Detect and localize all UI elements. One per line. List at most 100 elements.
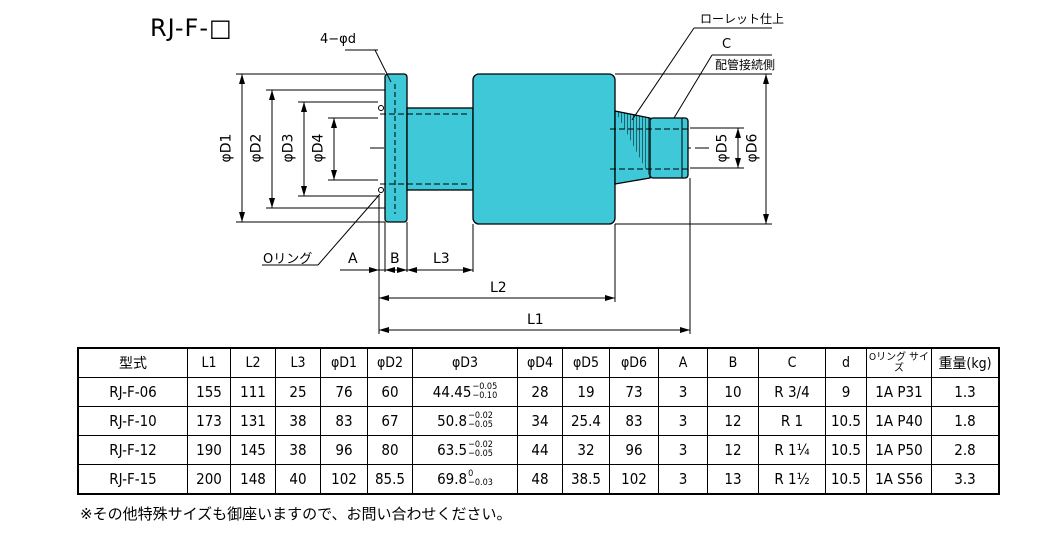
col-d4: φD4 <box>517 347 563 378</box>
cell-c: R 1 <box>758 406 826 436</box>
spec-table: 型式 L1 L2 L3 φD1 φD2 φD3 φD4 φD5 φD6 A B … <box>77 347 1000 495</box>
cell-l3: 25 <box>275 377 321 407</box>
cell-weight: 3.3 <box>931 464 1000 495</box>
col-model: 型式 <box>77 347 188 378</box>
cell-l3: 38 <box>275 406 321 436</box>
cell-model: RJ-F-15 <box>77 464 188 495</box>
hole-label: 4−φd <box>320 32 356 47</box>
col-l2: L2 <box>230 347 276 378</box>
cell-b: 13 <box>707 464 759 495</box>
col-d: d <box>825 347 867 378</box>
cell-d1: 102 <box>320 464 368 495</box>
cell-d6: 83 <box>609 406 659 436</box>
cell-weight: 1.3 <box>931 377 1000 407</box>
dim-d4-label: φD4 <box>310 133 327 163</box>
col-weight: 重量(kg) <box>931 347 1000 378</box>
cell-d5: 38.5 <box>562 464 610 495</box>
col-d5: φD5 <box>562 347 610 378</box>
dim-l2-label: L2 <box>490 280 507 296</box>
col-c: C <box>758 347 826 378</box>
cell-d6: 102 <box>609 464 659 495</box>
cell-a: 3 <box>658 377 708 407</box>
oring-label: Oリング <box>263 252 313 267</box>
cell-d: 9 <box>825 377 867 407</box>
cell-b: 12 <box>707 406 759 436</box>
cell-a: 3 <box>658 406 708 436</box>
cell-l1: 190 <box>187 435 231 465</box>
dim-d5-label: φD5 <box>714 133 731 163</box>
table-header-row: 型式 L1 L2 L3 φD1 φD2 φD3 φD4 φD5 φD6 A B … <box>77 347 1000 378</box>
col-b: B <box>707 347 759 378</box>
dim-d1-label: φD1 <box>218 133 235 163</box>
cell-d4: 44 <box>517 435 563 465</box>
col-l1: L1 <box>187 347 231 378</box>
cell-l2: 145 <box>230 435 276 465</box>
cell-model: RJ-F-12 <box>77 435 188 465</box>
c-label: C <box>722 37 732 52</box>
shaft <box>406 107 474 191</box>
cell-c: R 3/4 <box>758 377 826 407</box>
flange <box>384 73 408 223</box>
cell-l1: 173 <box>187 406 231 436</box>
cell-l1: 200 <box>187 464 231 495</box>
cell-oring: 1A P50 <box>866 435 932 465</box>
cell-l3: 40 <box>275 464 321 495</box>
cell-d: 10.5 <box>825 406 867 436</box>
col-d3: φD3 <box>412 347 518 378</box>
cell-d6: 96 <box>609 435 659 465</box>
cell-d2: 85.5 <box>367 464 413 495</box>
col-l3: L3 <box>275 347 321 378</box>
dim-d3-label: φD3 <box>280 133 297 163</box>
cell-d3: 50.8−0.02−0.05 <box>412 406 518 436</box>
dim-l1-label: L1 <box>527 312 544 328</box>
cell-d1: 96 <box>320 435 368 465</box>
cell-d3: 63.5−0.02−0.05 <box>412 435 518 465</box>
cell-d2: 80 <box>367 435 413 465</box>
footnote: ※その他特殊サイズも御座いますので、お問い合わせください。 <box>80 505 512 523</box>
dim-d2-label: φD2 <box>248 133 265 163</box>
knurl-label: ローレット仕上 <box>700 12 785 26</box>
cell-d: 10.5 <box>825 435 867 465</box>
pipe-end <box>649 117 689 179</box>
cell-oring: 1A S56 <box>866 464 932 495</box>
cell-l3: 38 <box>275 435 321 465</box>
technical-drawing <box>236 27 772 334</box>
cell-l2: 148 <box>230 464 276 495</box>
col-oring: Oリング サイズ <box>866 347 932 378</box>
cell-d6: 73 <box>609 377 659 407</box>
page-title: RJ-F-□ <box>150 14 233 42</box>
cell-weight: 1.8 <box>931 406 1000 436</box>
dim-a-label: A <box>348 251 358 267</box>
cell-d2: 60 <box>367 377 413 407</box>
cell-l2: 131 <box>230 406 276 436</box>
cell-d1: 83 <box>320 406 368 436</box>
cell-a: 3 <box>658 464 708 495</box>
cell-b: 12 <box>707 435 759 465</box>
pipe-side-label: 配管接続側 <box>715 58 776 72</box>
col-d1: φD1 <box>320 347 368 378</box>
cell-d1: 76 <box>320 377 368 407</box>
main-body <box>472 73 616 225</box>
knurl-area <box>615 111 650 178</box>
cell-l2: 111 <box>230 377 276 407</box>
cell-d4: 48 <box>517 464 563 495</box>
cell-d4: 34 <box>517 406 563 436</box>
cell-d5: 19 <box>562 377 610 407</box>
cell-d: 10.5 <box>825 464 867 495</box>
cell-d3: 44.45−0.05−0.10 <box>412 377 518 407</box>
cell-model: RJ-F-10 <box>77 406 188 436</box>
cell-b: 10 <box>707 377 759 407</box>
dim-b-label: B <box>390 251 400 267</box>
dim-l3-label: L3 <box>433 251 450 267</box>
col-d2: φD2 <box>367 347 413 378</box>
cell-c: R 1¼ <box>758 435 826 465</box>
col-d6: φD6 <box>609 347 659 378</box>
col-a: A <box>658 347 708 378</box>
cell-weight: 2.8 <box>931 435 1000 465</box>
cell-d2: 67 <box>367 406 413 436</box>
